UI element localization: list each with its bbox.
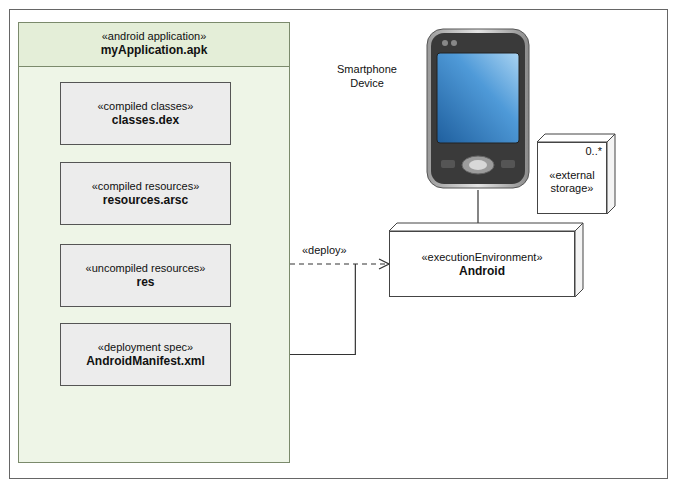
phone-sensor — [451, 40, 457, 46]
stereotype: «compiled classes» — [67, 100, 224, 113]
artifact-part-box: «deployment spec»AndroidManifest.xml — [60, 323, 231, 386]
node-side-face — [607, 134, 615, 214]
multiplicity: 0..* — [585, 145, 602, 157]
phone-face — [431, 33, 525, 184]
stereotype: «deployment spec» — [67, 341, 224, 354]
stereotype: «uncompiled resources» — [67, 262, 224, 275]
artifact-header: «android application»myApplication.apk — [19, 23, 289, 67]
phone-key — [441, 160, 455, 168]
artifact-part-box: «compiled classes»classes.dex — [60, 82, 231, 145]
node-label: Smartphone Device — [327, 62, 407, 90]
phone-casing — [427, 29, 529, 188]
association-line — [477, 190, 478, 223]
artifact-box: «android application»myApplication.apk «c… — [18, 22, 290, 463]
node-side-face — [575, 223, 583, 297]
element-name: resources.arsc — [67, 193, 224, 207]
element-name: classes.dex — [67, 113, 224, 127]
phone-camera — [442, 40, 448, 46]
stereotype: «android application» — [19, 30, 289, 43]
artifact-part-box: «compiled resources»resources.arsc — [60, 162, 231, 225]
storage-node: 0..* «external storage» — [537, 142, 607, 214]
diagram-frame — [10, 10, 668, 479]
execution-environment-node: «executionEnvironment»Android — [389, 231, 575, 297]
element-name: myApplication.apk — [19, 43, 289, 57]
phone-screen — [437, 53, 519, 143]
node-top-face — [389, 223, 583, 231]
smartphone-illustration — [425, 27, 531, 190]
element-name: AndroidManifest.xml — [67, 354, 224, 368]
phone-home-button — [469, 160, 487, 170]
artifact-part-box: «uncompiled resources»res — [60, 244, 231, 307]
phone-key — [501, 160, 515, 168]
stereotype: «executionEnvironment» — [396, 251, 568, 264]
stereotype: «external storage» — [544, 169, 600, 195]
dependency-arrow — [290, 263, 389, 264]
element-name: Android — [396, 264, 568, 278]
node-top-face — [537, 134, 615, 142]
device-node: Smartphone Device — [425, 27, 531, 190]
element-name: res — [67, 275, 224, 289]
phone-home-button — [462, 156, 494, 174]
stereotype: «compiled resources» — [67, 180, 224, 193]
edge-label: «deploy» — [300, 244, 349, 257]
